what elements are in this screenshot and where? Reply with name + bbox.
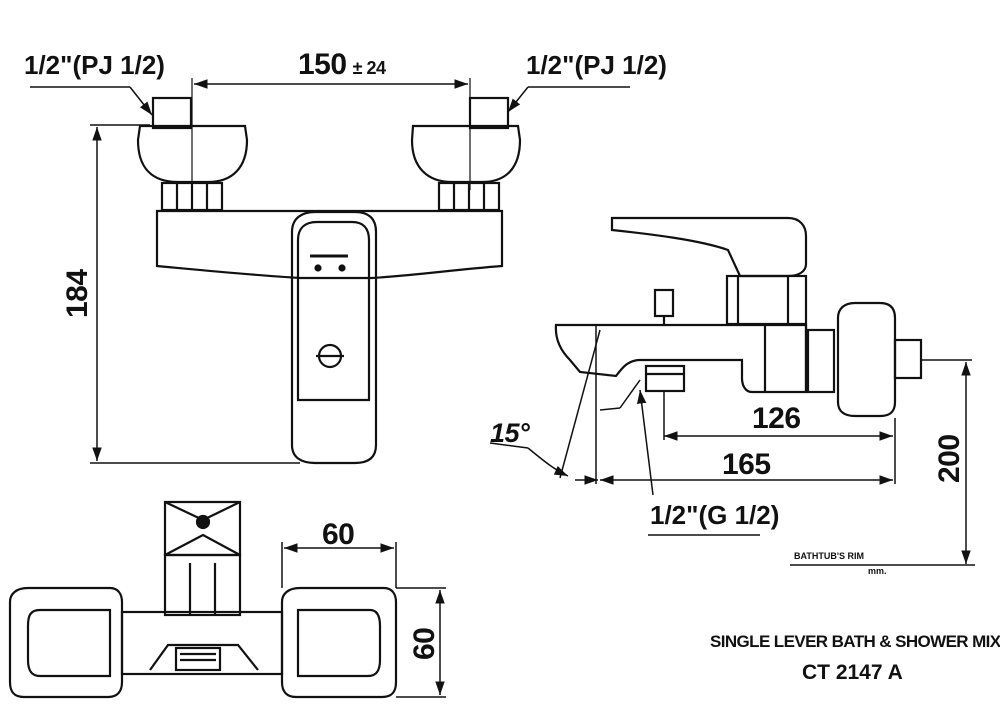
spacing-dim-value: 150± 24: [298, 48, 386, 81]
diverter-knob: [653, 288, 675, 318]
top-outlet: [174, 646, 222, 672]
top-cartridge: [163, 553, 242, 617]
top-right-union: [280, 586, 398, 699]
model-number: CT 2147 A: [802, 661, 903, 684]
right-inlet-label: 1/2"(PJ 1/2): [526, 50, 667, 80]
side-inlet-stub: [893, 338, 923, 380]
dim-200-value: 200: [933, 434, 966, 483]
angle-leader: [489, 442, 529, 449]
mixer-body: [155, 209, 504, 280]
side-union: [836, 301, 897, 418]
dim-126-value: 126: [752, 402, 801, 435]
outlet-thread-label: 1/2"(G 1/2): [650, 500, 780, 530]
side-lever: [610, 216, 808, 278]
right-inlet-stub: [468, 96, 510, 130]
height-dim-value: 184: [61, 269, 94, 318]
width-dim-value: 60: [322, 518, 355, 551]
top-dimensions: [281, 542, 446, 698]
side-view: [554, 216, 923, 418]
right-union: [410, 124, 522, 184]
angle-label: 15°: [490, 418, 530, 448]
top-left-union: [8, 586, 124, 699]
dim-165-value: 165: [722, 448, 771, 481]
product-title: SINGLE LEVER BATH & SHOWER MIXER: [710, 632, 1000, 651]
top-view: [8, 500, 398, 699]
lever-handle: [290, 210, 378, 465]
front-view: [136, 78, 522, 465]
side-spout: [554, 323, 808, 394]
rim-label: BATHTUB'S RIM: [794, 551, 864, 561]
outlet-thread: [644, 364, 686, 393]
depth-dim-value: 60: [408, 627, 441, 660]
side-nut: [806, 328, 836, 394]
left-inlet-stub: [151, 96, 193, 130]
left-inlet-label: 1/2"(PJ 1/2): [24, 50, 165, 80]
top-body: [120, 610, 284, 676]
unit-label: mm.: [868, 566, 887, 576]
front-dimensions: [30, 79, 630, 464]
outlet-leader: [619, 379, 641, 409]
side-dimensions: [489, 325, 975, 566]
